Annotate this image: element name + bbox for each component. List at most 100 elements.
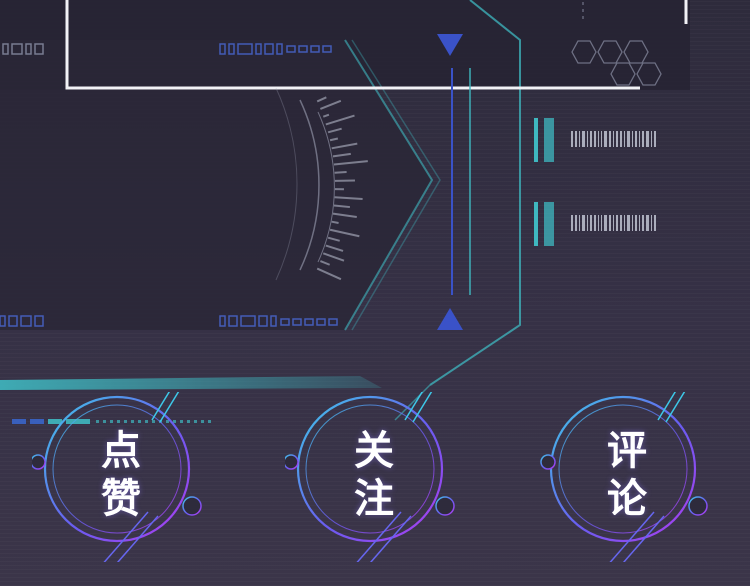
barcode-line (632, 131, 633, 147)
radial-bar (322, 252, 345, 262)
radial-bar (327, 236, 340, 242)
hexagon-cluster-icon (571, 40, 662, 86)
barcode-line (627, 215, 630, 231)
strip-dot (131, 420, 134, 423)
signal-bar-1 (534, 118, 554, 162)
radial-bar (320, 260, 331, 266)
barcode-line (590, 215, 592, 231)
barcode-1 (571, 131, 656, 147)
radial-bar (316, 267, 342, 281)
tick-marks-bottom-left (0, 315, 44, 327)
radial-bar (334, 196, 363, 200)
dotted-strip (96, 420, 211, 423)
barcode-line (639, 215, 640, 231)
vertical-track (451, 68, 471, 295)
ring-frame-follow (285, 392, 455, 562)
barcode-line (627, 131, 630, 147)
radial-bar (333, 204, 350, 209)
display-panel (0, 40, 432, 330)
barcode-line (642, 131, 644, 147)
barcode-line (646, 131, 649, 147)
tick-marks-top-left (2, 43, 44, 55)
barcode-line (613, 131, 614, 147)
barcode-line (582, 131, 585, 147)
barcode-line (587, 215, 588, 231)
barcode-line (639, 131, 640, 147)
barcode-line (598, 215, 599, 231)
strip-dot (180, 420, 183, 423)
barcode-2 (571, 215, 656, 231)
strip-dot (138, 420, 141, 423)
strip-dot (96, 420, 99, 423)
barcode-line (601, 131, 602, 147)
barcode-line (594, 131, 596, 147)
barcode-line (624, 131, 625, 147)
like-label: 点赞 (94, 429, 140, 525)
barcode-line (613, 215, 614, 231)
strip-dot (152, 420, 155, 423)
strip-dot (208, 420, 211, 423)
radial-bar (334, 170, 347, 174)
signal-bar-2 (534, 202, 554, 246)
strip-dot (117, 420, 120, 423)
barcode-line (642, 215, 644, 231)
ring-frame-like (32, 392, 202, 562)
white-bracket (65, 0, 640, 90)
teal-swoosh (0, 376, 382, 390)
radial-bar (329, 137, 339, 142)
radial-bars (316, 96, 368, 281)
barcode-line (594, 215, 596, 231)
radial-bar (332, 212, 357, 218)
radial-bar (320, 99, 342, 110)
progress-strip (12, 419, 90, 424)
barcode-line (654, 131, 656, 147)
arrow-up-icon (437, 308, 463, 330)
barcode-line (632, 215, 633, 231)
barcode-line (635, 215, 637, 231)
radial-bar (325, 244, 344, 252)
follow-label: 关注 (347, 429, 393, 525)
comment-button[interactable]: 评论 (538, 392, 708, 562)
radial-bar (331, 220, 339, 224)
strip-dot (145, 420, 148, 423)
radial-bar (322, 113, 330, 118)
follow-button[interactable]: 关注 (285, 392, 455, 562)
ring-frame-comment (540, 392, 708, 562)
barcode-line (604, 131, 607, 147)
barcode-line (609, 131, 611, 147)
radial-bar (325, 114, 355, 126)
frame-diagonal (394, 384, 431, 421)
tick-marks-bottom-mid (219, 315, 338, 327)
barcode-line (604, 215, 607, 231)
strip-dot (201, 420, 204, 423)
barcode-line (601, 215, 602, 231)
barcode-line (579, 131, 580, 147)
barcode-line (575, 131, 577, 147)
barcode-line (651, 131, 652, 147)
strip-dot (166, 420, 169, 423)
like-button[interactable]: 点赞 (32, 392, 202, 562)
outer-frame-line (429, 0, 521, 386)
radial-bar (331, 142, 358, 150)
barcode-line (654, 215, 656, 231)
radial-bar (332, 152, 351, 158)
strip-dot (173, 420, 176, 423)
barcode-line (571, 131, 573, 147)
barcode-line (620, 215, 622, 231)
strip-dot (124, 420, 127, 423)
barcode-line (620, 131, 622, 147)
radial-bar (327, 127, 342, 134)
barcode-line (635, 131, 637, 147)
strip-dot (187, 420, 190, 423)
radial-bar (316, 96, 327, 103)
strip-dot (194, 420, 197, 423)
comment-label: 评论 (600, 429, 646, 525)
barcode-line (616, 215, 618, 231)
barcode-line (582, 215, 585, 231)
strip-dot (110, 420, 113, 423)
barcode-line (590, 131, 592, 147)
strip-dot (103, 420, 106, 423)
barcode-line (616, 131, 618, 147)
barcode-line (646, 215, 649, 231)
